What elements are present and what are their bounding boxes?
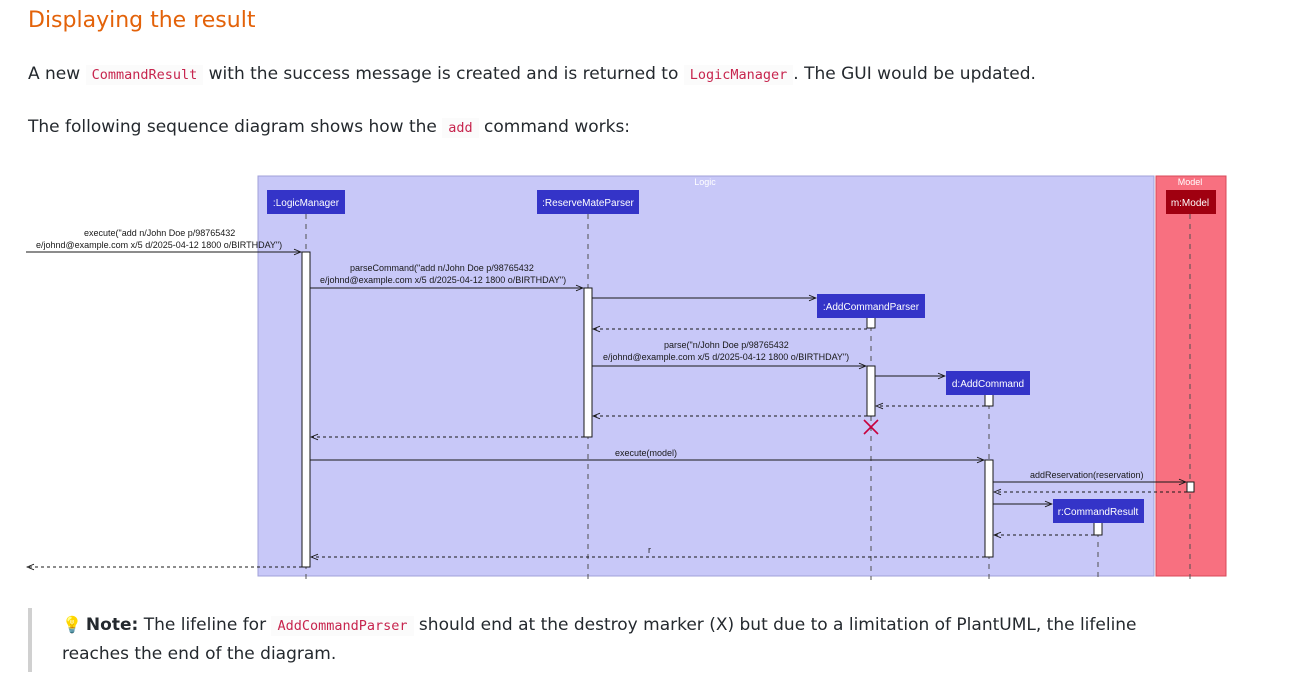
msg-execute-model-label: execute(model) [615,448,677,458]
inline-code: AddCommandParser [271,616,414,636]
activation-parser [583,287,593,438]
participant-model-box [1166,190,1216,214]
note-callout: 💡Note: The lifeline for AddCommandParser… [28,608,1188,672]
paragraph-text: . The GUI would be updated. [793,64,1036,84]
participant-parser-box [537,190,639,214]
activation-add-command-1 [984,393,994,407]
participant-command-result: r:CommandResult [1058,507,1139,518]
participant-add-command: d:AddCommand [952,379,1024,390]
msg-parse-command-label-1: parseCommand("add n/John Doe p/98765432 [350,263,534,273]
participant-add-command-box [946,371,1030,395]
activation-logic-manager [301,251,311,568]
inline-code: add [442,118,479,138]
msg-parse-label-1: parse("n/John Doe p/98765432 [664,340,789,350]
participant-parser: :ReserveMateParser [542,198,634,209]
participant-add-parser: :AddCommandParser [823,302,920,313]
destroy-marker [863,419,879,435]
lightbulb-icon: 💡 [62,615,82,634]
note-text: The lifeline for [138,615,272,635]
note-text: should end at the destroy marker (X) but… [62,615,1137,664]
participant-logic-manager-box [267,190,345,214]
msg-parse-label-2: e/johnd@example.com x/5 d/2025-04-12 180… [603,352,849,362]
section-heading: Displaying the result [28,8,256,33]
paragraph-text: A new [28,64,86,84]
msg-add-reservation-label: addReservation(reservation) [1030,470,1144,480]
model-group-label: Model [1178,177,1203,187]
activation-command-result [1093,521,1103,536]
participant-add-parser-box [817,294,925,318]
sequence-diagram: Logic Model :LogicManager :ReserveMatePa… [26,175,1227,580]
msg-execute-label-2: e/johnd@example.com x/5 d/2025-04-12 180… [36,240,282,250]
participant-command-result-box [1053,499,1144,523]
msg-execute-label-1: execute("add n/John Doe p/98765432 [84,228,235,238]
msg-parse-command-label-2: e/johnd@example.com x/5 d/2025-04-12 180… [320,275,566,285]
model-group-box [1155,175,1227,577]
activation-model [1186,481,1195,493]
inline-code: CommandResult [85,65,204,85]
inline-code: LogicManager [683,65,794,85]
paragraph-text: with the success message is created and … [203,64,684,84]
paragraph-text: command works: [478,117,631,137]
msg-return-r-label: r [648,545,651,555]
participant-model: m:Model [1171,198,1209,209]
paragraph-result: A new CommandResult with the success mes… [28,64,1036,85]
participant-logic-manager: :LogicManager [273,198,340,209]
note-label: Note: [85,615,139,635]
activation-add-command-2 [984,459,994,558]
activation-add-parser-2 [866,365,876,417]
paragraph-text: The following sequence diagram shows how… [28,117,443,137]
logic-group-label: Logic [694,177,716,187]
paragraph-diagram-intro: The following sequence diagram shows how… [28,117,631,138]
